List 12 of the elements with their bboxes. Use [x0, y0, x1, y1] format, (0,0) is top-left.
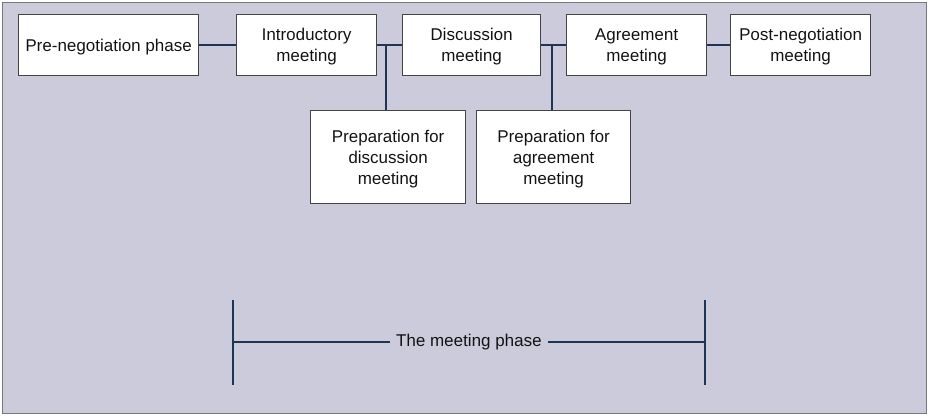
connector-line: [707, 44, 730, 46]
process-box: Preparation for discussion meeting: [310, 110, 466, 204]
connector-line: [541, 44, 553, 110]
connector-line: [199, 44, 236, 46]
process-box: Discussion meeting: [402, 14, 541, 76]
process-box: Agreement meeting: [566, 14, 707, 76]
connector-line: [377, 44, 387, 110]
process-box: Post-negotiation meeting: [730, 14, 871, 76]
process-box: Preparation for agreement meeting: [476, 110, 631, 204]
process-box: Introductory meeting: [236, 14, 377, 76]
bracket-label: The meeting phase: [390, 331, 548, 351]
process-box: Pre-negotiation phase: [18, 14, 199, 76]
